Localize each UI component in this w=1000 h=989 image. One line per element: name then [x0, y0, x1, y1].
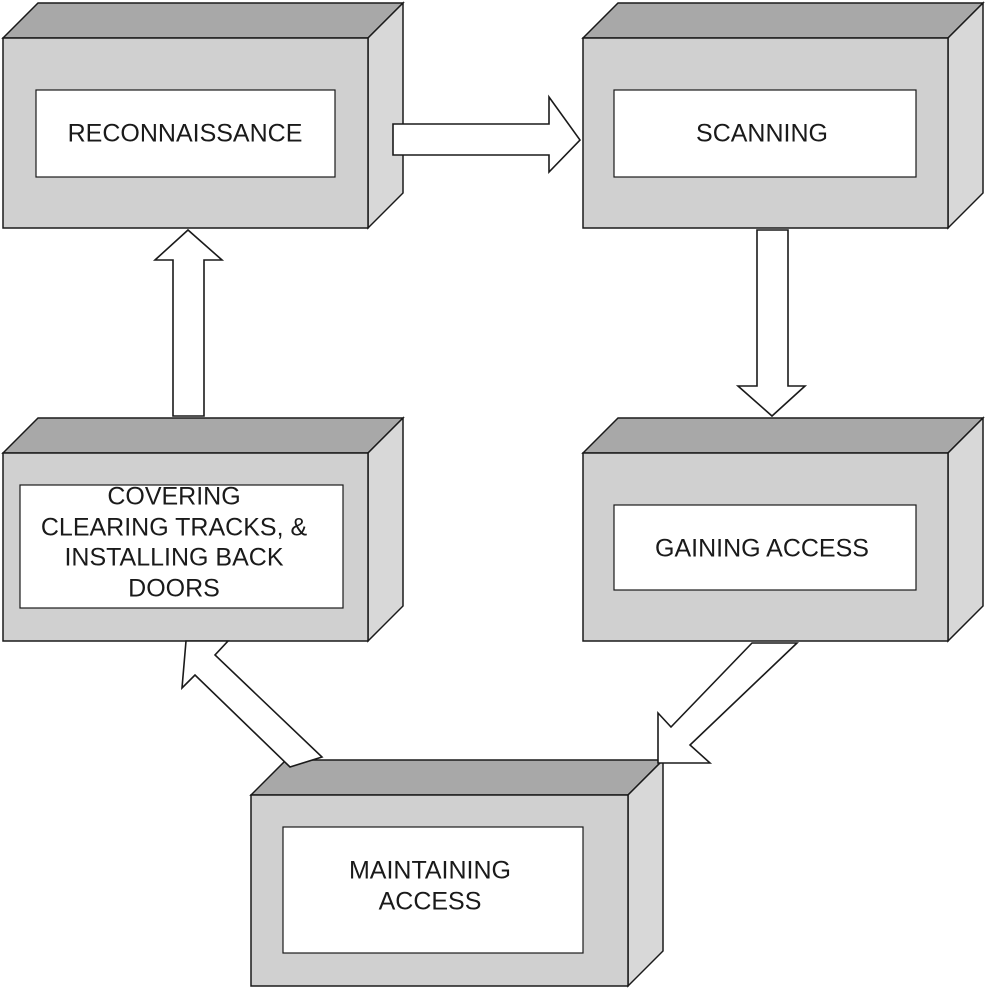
arrow-reconnaissance-to-scanning — [392, 94, 582, 174]
stage-box-reconnaissance: RECONNAISSANCE — [1, 1, 405, 230]
stage-box-covering: COVERING CLEARING TRACKS, & INSTALLING B… — [1, 416, 405, 643]
arrow-covering-to-reconnaissance — [152, 228, 225, 417]
arrow-maintaining-access-to-covering — [181, 640, 324, 768]
stage-label-gaining-access: GAINING ACCESS — [655, 535, 869, 563]
stage-box-gaining-access: GAINING ACCESS — [581, 416, 985, 643]
stage-label-covering-line-3: INSTALLING BACK — [64, 544, 283, 572]
stage-label-maintaining-access-line-1: MAINTAINING — [349, 857, 511, 885]
stage-box-maintaining-access: MAINTAINING ACCESS — [249, 758, 665, 988]
arrow-scanning-to-gaining-access — [735, 229, 808, 418]
stage-label-maintaining-access-line-2: ACCESS — [379, 888, 482, 916]
stage-box-scanning: SCANNING — [581, 1, 985, 230]
stage-label-covering-line-2: CLEARING TRACKS, & — [41, 514, 308, 542]
stage-label-scanning: SCANNING — [696, 120, 828, 148]
stage-label-covering-line-1: COVERING — [107, 483, 240, 511]
arrow-gaining-access-to-maintaining-access — [657, 642, 799, 764]
stage-label-reconnaissance: RECONNAISSANCE — [68, 120, 303, 148]
stage-label-covering-line-4: DOORS — [128, 575, 220, 603]
